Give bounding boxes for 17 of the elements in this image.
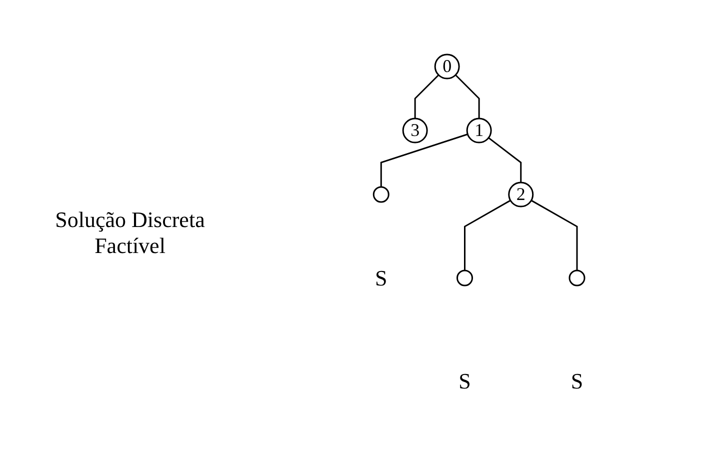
connector bbox=[455, 74, 480, 119]
connector bbox=[414, 74, 440, 119]
node-circle: 3 bbox=[402, 118, 428, 144]
node-circle bbox=[373, 186, 390, 203]
connector bbox=[488, 137, 522, 183]
node-circle: 2 bbox=[508, 182, 534, 208]
node-circle: 1 bbox=[466, 118, 492, 144]
note-text: Solução Discreta Factível bbox=[54, 207, 206, 259]
node-circle bbox=[569, 270, 586, 286]
node-label: S bbox=[459, 368, 472, 394]
node-label: S bbox=[571, 368, 584, 394]
connector bbox=[380, 134, 468, 188]
connector bbox=[464, 200, 512, 271]
node-label: S bbox=[375, 266, 388, 291]
node-circle bbox=[456, 270, 474, 286]
node-circle: 0 bbox=[434, 54, 460, 80]
connector bbox=[531, 200, 578, 271]
